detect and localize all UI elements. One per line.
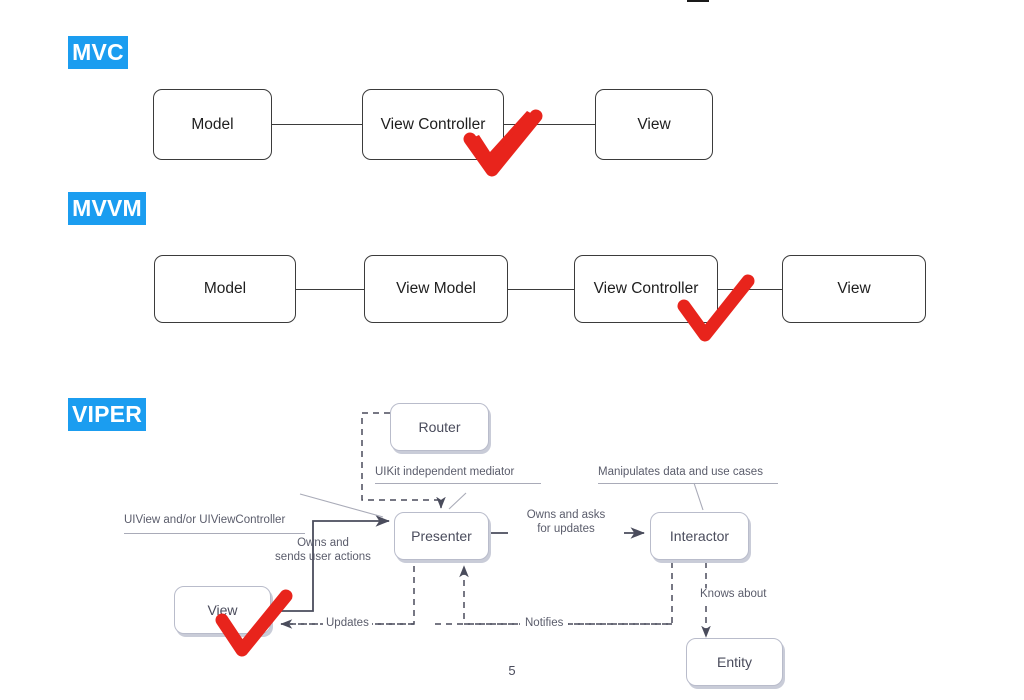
mvvm-box-view: View [782, 255, 926, 323]
section-tag-mvc: MVC [68, 36, 128, 69]
caption-underline-manipulates [598, 483, 778, 484]
edge-label-owns-and-sends-user-actions: Owns and sends user actions [268, 537, 378, 564]
edge-label-updates: Updates [323, 617, 372, 631]
viper-box-router: Router [390, 403, 489, 451]
mvc-box-model: Model [153, 89, 272, 160]
annotation-manipulates-data: Manipulates data and use cases [598, 466, 763, 478]
edge-label-line2: sends user actions [275, 550, 371, 563]
edge-label-line2: for updates [537, 522, 595, 535]
annotation-uikit-independent-mediator: UIKit independent mediator [375, 466, 515, 478]
viper-box-interactor: Interactor [650, 512, 749, 560]
edge-label-notifies: Notifies [520, 617, 569, 631]
edge-label-line1: Owns and asks [526, 509, 606, 521]
caption-underline-uiview [124, 533, 305, 534]
mvc-connector-model-viewcontroller [272, 124, 362, 126]
annotation-uiview-uiviewcontroller: UIView and/or UIViewController [124, 514, 286, 526]
section-tag-viper: VIPER [68, 398, 146, 431]
viper-box-view: View [174, 586, 271, 634]
mvc-box-view-controller: View Controller [362, 89, 504, 160]
mvvm-box-model: Model [154, 255, 296, 323]
edge-label-owns-and-asks-for-updates: Owns and asks for updates [508, 509, 624, 537]
cropped-title-fragment [687, 0, 709, 2]
mvvm-connector-viewcontroller-view [718, 289, 782, 291]
edge-label-line1: Owns and [297, 537, 349, 549]
viper-box-presenter: Presenter [394, 512, 489, 560]
page-number: 5 [508, 663, 516, 678]
mvvm-connector-model-viewmodel [296, 289, 364, 291]
mvvm-box-view-model: View Model [364, 255, 508, 323]
viper-box-entity: Entity [686, 638, 783, 686]
mvc-connector-viewcontroller-view [504, 124, 595, 126]
mvvm-box-view-controller: View Controller [574, 255, 718, 323]
mvc-box-view: View [595, 89, 713, 160]
caption-underline-mediator [375, 483, 541, 484]
section-tag-mvvm: MVVM [68, 192, 146, 225]
edge-label-knows-about: Knows about [697, 588, 770, 602]
mvvm-connector-viewmodel-viewcontroller [508, 289, 574, 291]
